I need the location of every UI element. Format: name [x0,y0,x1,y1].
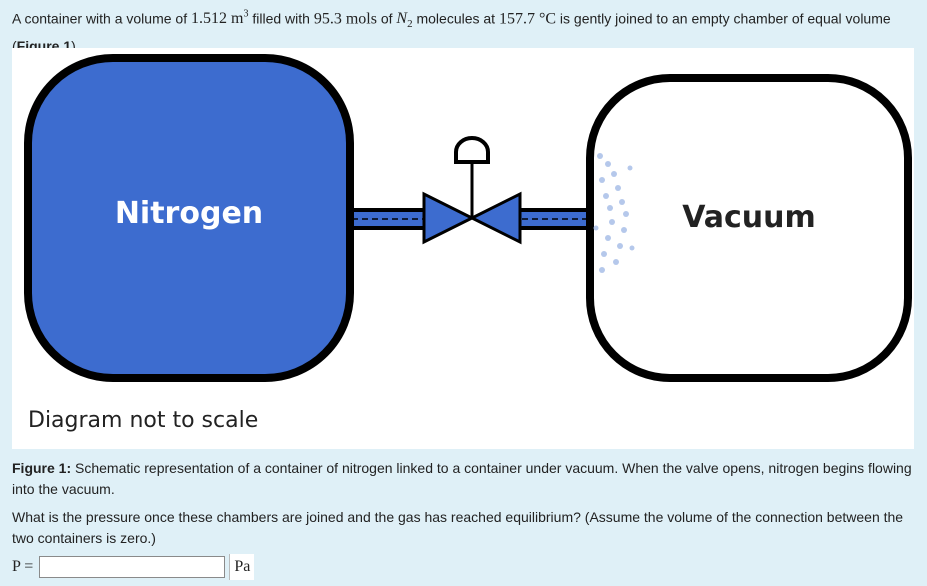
diagram-svg: Nitrogen Vacuum Diagram not to scale [24,54,912,433]
vacuum-label: Vacuum [682,200,816,235]
caption-text: Schematic representation of a container … [12,460,912,497]
valve-actuator-icon [454,136,490,164]
caption-label: Figure 1: [12,460,72,476]
gas-formula: N2 [396,10,413,31]
answer-row: P = Pa [12,554,255,580]
question-text: What is the pressure once these chambers… [12,509,904,546]
gas-subscript: 2 [407,18,413,31]
volume-value: 1.512 m3 [191,9,249,28]
problem-text-mid4: is gently joined to an empty chamber of … [12,10,891,54]
figure-panel: Nitrogen Vacuum Diagram not to scale [12,48,914,449]
vacuum-container [586,74,912,382]
volume-exponent: 3 [243,9,249,20]
scale-note: Diagram not to scale [28,408,258,433]
moles-value: 95.3 mols [313,10,377,28]
valve-left-triangle [422,191,476,245]
answer-label: P = [12,558,34,575]
problem-text-mid3: molecules at [412,10,499,27]
gas-particles-icon [593,153,635,273]
problem-text-mid2: of [376,10,397,27]
nitrogen-container [24,54,354,382]
figure-caption: Figure 1: Schematic representation of a … [12,458,917,500]
valve-right-triangle [468,191,522,245]
pressure-answer-input[interactable] [39,556,226,578]
problem-text-end: ). [71,37,80,54]
problem-statement: A container with a volume of 1.512 m3 fi… [12,4,912,57]
problem-text-pre: A container with a volume of [12,10,191,27]
nitrogen-label: Nitrogen [115,196,263,231]
problem-text-mid1: filled with [248,10,314,27]
temperature-value: 157.7 °C [498,10,557,28]
unit-label: Pa [229,554,255,580]
